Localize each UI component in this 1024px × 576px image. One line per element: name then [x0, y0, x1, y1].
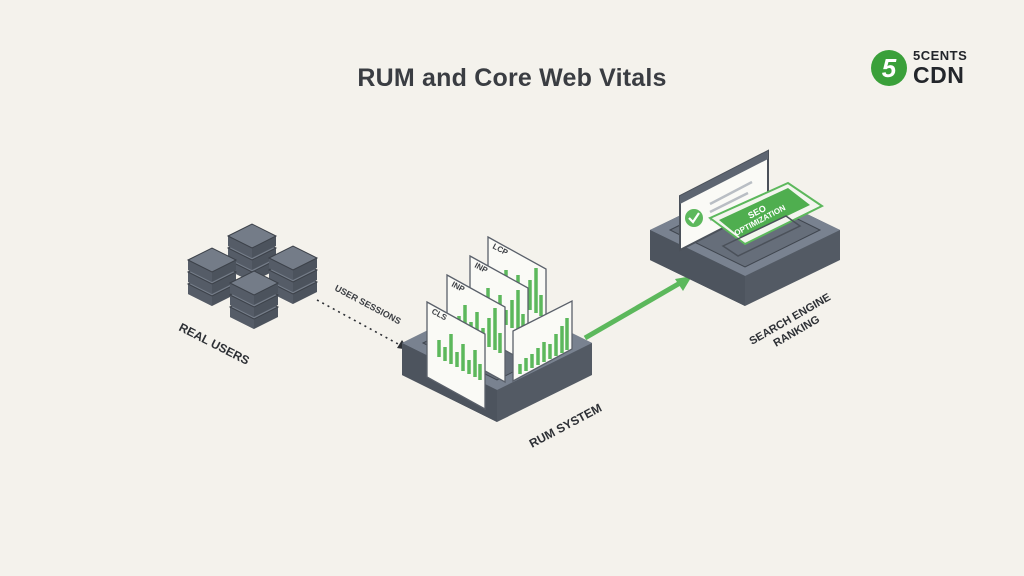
logo-wordmark-top: 5CENTS — [913, 48, 968, 63]
checkmark-icon — [685, 209, 703, 227]
ranking-flow-arrow — [583, 276, 692, 341]
user-sessions-label: USER SESSIONS — [333, 283, 403, 326]
metric-card-cls: CLS — [426, 300, 486, 411]
metric-card-trend — [512, 299, 573, 383]
logo-wordmark-bottom: CDN — [913, 62, 965, 88]
browser-window-icon — [679, 149, 769, 252]
brand-logo: 5 5CENTS CDN — [870, 46, 990, 90]
rum-system-label: RUM SYSTEM — [527, 401, 604, 451]
page-title: RUM and Core Web Vitals — [357, 64, 667, 92]
server-stack-icon — [230, 271, 278, 329]
server-stack-icon — [188, 248, 236, 306]
real-users-label: REAL USERS — [177, 320, 252, 367]
real-users-server-cluster — [188, 224, 317, 329]
seo-optimization-card: SEO OPTIMIZATION — [708, 181, 824, 257]
logo-number: 5 — [881, 53, 897, 83]
logo-badge-icon — [871, 50, 907, 86]
